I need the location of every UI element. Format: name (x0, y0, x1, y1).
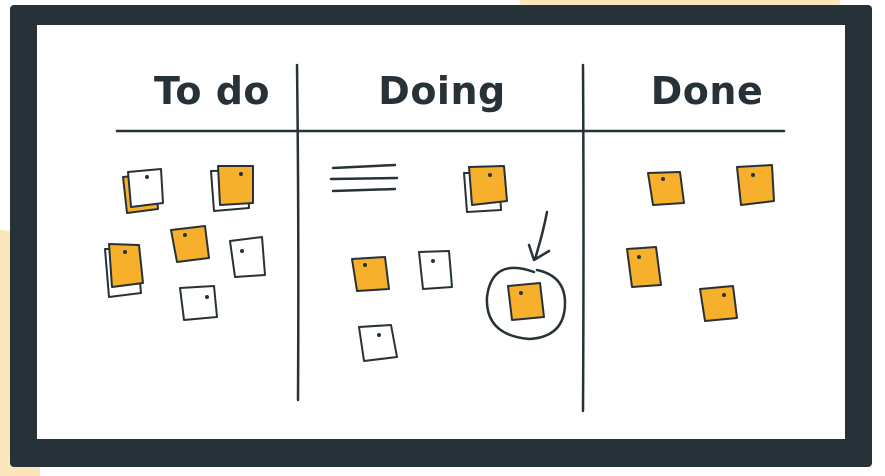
sticky-note (418, 250, 453, 290)
sticky-note (463, 165, 508, 213)
highlight-circle-icon (485, 266, 567, 341)
sticky-note (210, 165, 254, 212)
sticky-note (699, 285, 738, 322)
sticky-note (351, 256, 390, 292)
column-header-doing: Doing (378, 69, 506, 113)
sticky-note (170, 225, 210, 263)
column-divider-left (295, 63, 300, 402)
column-header-todo: To do (153, 69, 271, 113)
sticky-note (647, 171, 685, 206)
sticky-note (122, 168, 164, 214)
board-drawing (104, 63, 786, 413)
kanban-board: To do Doing Done (10, 5, 872, 467)
sticky-note (626, 246, 662, 288)
down-arrow-icon (527, 210, 551, 262)
sticky-note (507, 282, 545, 321)
sticky-note (229, 236, 266, 278)
sticky-note (358, 324, 398, 362)
board-surface: To do Doing Done (37, 25, 845, 439)
sticky-note (104, 243, 144, 298)
sticky-note (179, 285, 218, 321)
column-header-done: Done (650, 69, 764, 113)
sticky-note (736, 164, 775, 206)
text-lines-icon (329, 163, 399, 193)
column-divider-right (581, 63, 585, 413)
